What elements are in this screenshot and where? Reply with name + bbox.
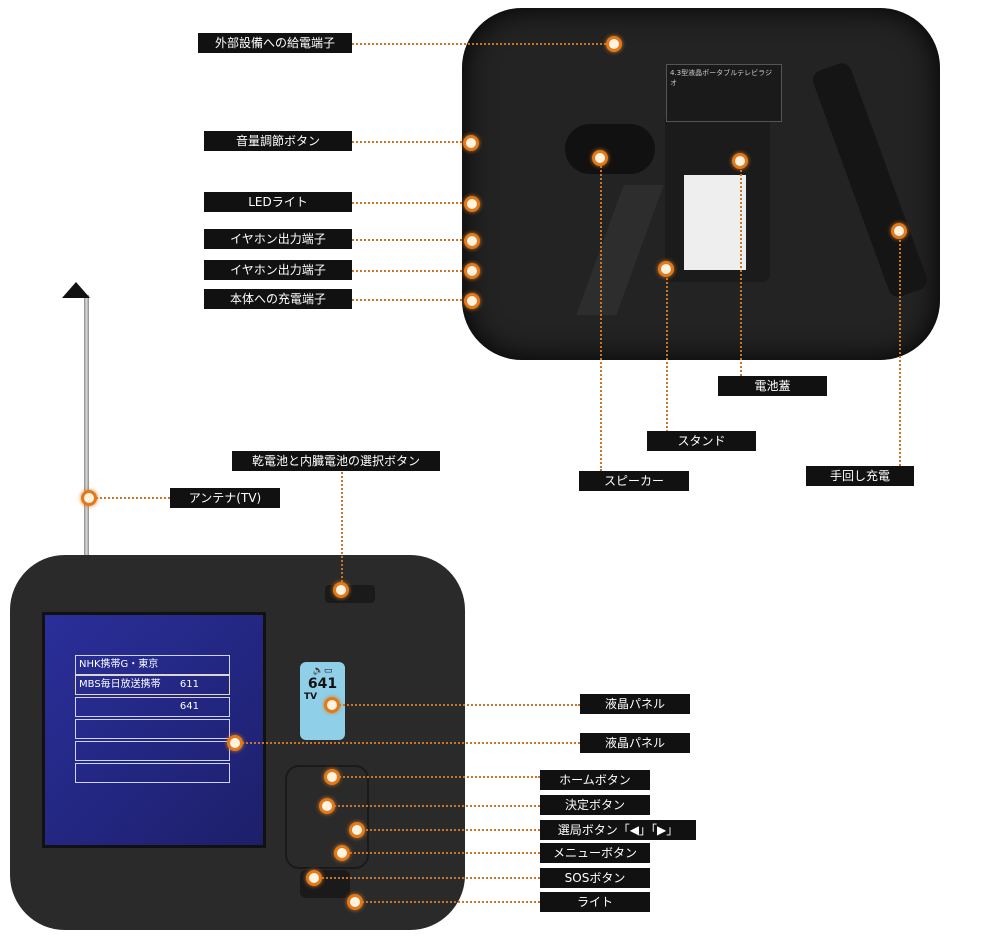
- label-lcd-panel: 液晶パネル: [580, 694, 690, 714]
- speaker-battery-icons: 🔈▭: [312, 666, 333, 676]
- sticker-title: 4.3型液晶ポータブルテレビラジオ: [670, 69, 772, 87]
- callout-dot: [464, 263, 480, 279]
- antenna: [84, 295, 89, 557]
- channel-row: MBS毎日放送携帯 611: [75, 675, 230, 695]
- label-battery-select: 乾電池と内臓電池の選択ボタン: [232, 451, 440, 471]
- label-external-power-port: 外部設備への給電端子: [198, 33, 352, 53]
- callout-dot: [606, 36, 622, 52]
- label-led-light: LEDライト: [204, 192, 352, 212]
- label-home-button: ホームボタン: [540, 770, 650, 790]
- callout-dot: [324, 769, 340, 785]
- callout-dot: [319, 798, 335, 814]
- control-pad[interactable]: [285, 765, 369, 869]
- callout-dot: [347, 894, 363, 910]
- label-volume-button: 音量調節ボタン: [204, 131, 352, 151]
- callout-dot: [463, 135, 479, 151]
- label-tuning-buttons: 選局ボタン「◀」「▶」: [540, 820, 696, 840]
- callout-dot: [324, 697, 340, 713]
- tv-screen: NHK携帯G・東京 MBS毎日放送携帯 611 641: [42, 612, 266, 848]
- antenna-tip: [62, 282, 90, 298]
- label-sos-button: SOSボタン: [540, 868, 650, 888]
- label-enter-button: 決定ボタン: [540, 795, 650, 815]
- callout-dot: [464, 196, 480, 212]
- label-earphone-jack: イヤホン出力端子: [204, 260, 352, 280]
- callout-dot: [349, 822, 365, 838]
- callout-dot: [306, 870, 322, 886]
- label-lcd-panel: 液晶パネル: [580, 733, 690, 753]
- label-charging-port: 本体への充電端子: [204, 289, 352, 309]
- callout-dot: [334, 845, 350, 861]
- callout-dot: [81, 490, 97, 506]
- speaker-grille: [565, 124, 655, 174]
- label-stand: スタンド: [647, 431, 756, 451]
- channel-row: [75, 741, 230, 761]
- label-earphone-jack: イヤホン出力端子: [204, 229, 352, 249]
- callout-dot: [227, 735, 243, 751]
- lcd-mode: TV: [304, 692, 318, 702]
- channel-row: NHK携帯G・東京: [75, 655, 230, 675]
- channel-number: 641: [179, 701, 199, 712]
- callout-dot: [333, 582, 349, 598]
- callout-dot: [464, 233, 480, 249]
- label-antenna: アンテナ(TV): [170, 488, 280, 508]
- callout-dot: [891, 223, 907, 239]
- channel-row: [75, 719, 230, 739]
- channel-number: 611: [179, 679, 199, 690]
- channel-name: MBS毎日放送携帯: [79, 679, 161, 690]
- label-hand-crank: 手回し充電: [806, 466, 914, 486]
- label-battery-cover: 電池蓋: [718, 376, 827, 396]
- label-light: ライト: [540, 892, 650, 912]
- callout-dot: [732, 153, 748, 169]
- label-menu-button: メニューボタン: [540, 843, 650, 863]
- callout-dot: [658, 261, 674, 277]
- channel-row: 641: [75, 697, 230, 717]
- callout-dot: [464, 293, 480, 309]
- label-speaker: スピーカー: [579, 471, 689, 491]
- channel-name: NHK携帯G・東京: [79, 659, 159, 670]
- channel-row: [75, 763, 230, 783]
- callout-dot: [592, 150, 608, 166]
- spec-sticker: 4.3型液晶ポータブルテレビラジオ: [666, 64, 782, 122]
- lcd-digits: 641: [307, 676, 338, 692]
- warning-label: [684, 175, 746, 270]
